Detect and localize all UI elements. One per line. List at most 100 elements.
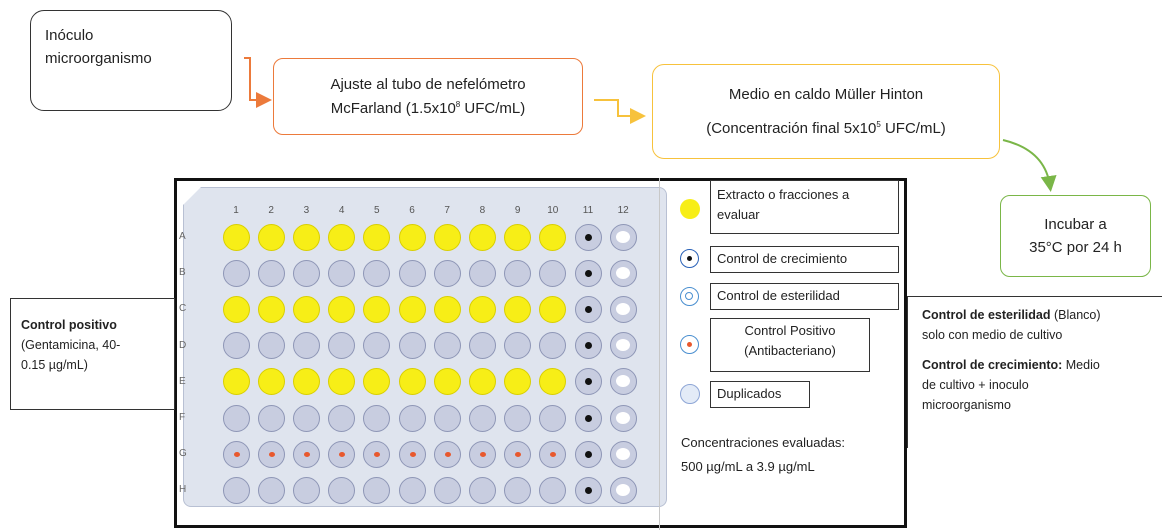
well-A10 <box>539 223 567 251</box>
well-H2 <box>257 476 285 504</box>
well-B6 <box>398 259 426 287</box>
well-H12 <box>609 476 637 504</box>
row-label-G: G <box>179 448 187 460</box>
well-D9 <box>504 332 532 360</box>
column-label-9: 9 <box>514 205 521 216</box>
row-label-A: A <box>179 231 186 242</box>
well-C6 <box>398 295 426 323</box>
well-E8 <box>468 368 496 396</box>
legend-sterile-icon <box>680 287 699 306</box>
column-label-4: 4 <box>338 205 345 216</box>
panel-divider <box>659 178 660 530</box>
well-C1 <box>222 295 250 323</box>
incubate-box: Incubar a 35°C por 24 h <box>1000 195 1151 277</box>
mueller-hinton-box: Medio en caldo Müller Hinton (Concentrac… <box>652 64 1000 159</box>
well-G4 <box>328 440 356 468</box>
well-A7 <box>433 223 461 251</box>
legend-duplicates-icon <box>680 384 700 404</box>
well-G1 <box>222 440 250 468</box>
well-H5 <box>363 476 391 504</box>
concentrations-note: Concentraciones evaluadas: 500 µg/mL a 3… <box>681 435 846 475</box>
inoculum-box: Inóculo microorganismo <box>30 10 232 111</box>
well-A8 <box>468 223 496 251</box>
well-E10 <box>539 368 567 396</box>
well-E2 <box>257 368 285 396</box>
column-label-8: 8 <box>479 205 486 216</box>
well-H11 <box>574 476 602 504</box>
well-G9 <box>504 440 532 468</box>
well-A6 <box>398 223 426 251</box>
well-B9 <box>504 259 532 287</box>
well-D3 <box>292 332 320 360</box>
well-A11 <box>574 223 602 251</box>
plate-corner-notch <box>183 187 201 205</box>
well-F5 <box>363 404 391 432</box>
incubate-line2: 35°C por 24 h <box>1029 239 1122 256</box>
well-C3 <box>292 295 320 323</box>
well-E1 <box>222 368 250 396</box>
well-C10 <box>539 295 567 323</box>
well-F12 <box>609 404 637 432</box>
well-F1 <box>222 404 250 432</box>
well-D8 <box>468 332 496 360</box>
well-C8 <box>468 295 496 323</box>
well-E11 <box>574 368 602 396</box>
column-label-5: 5 <box>374 205 380 216</box>
well-H9 <box>504 476 532 504</box>
well-A5 <box>363 223 391 251</box>
well-H6 <box>398 476 426 504</box>
well-E6 <box>398 368 426 396</box>
well-H1 <box>222 476 250 504</box>
well-F3 <box>292 404 320 432</box>
well-H7 <box>433 476 461 504</box>
column-label-3: 3 <box>303 205 310 216</box>
well-F6 <box>398 404 426 432</box>
legend-positive-label: Control Positivo (Antibacteriano) <box>710 318 870 372</box>
row-label-C: C <box>179 303 187 315</box>
row-label-F: F <box>179 412 186 423</box>
column-label-12: 12 <box>617 205 629 216</box>
well-E9 <box>504 368 532 396</box>
well-F8 <box>468 404 496 432</box>
well-D11 <box>574 332 602 360</box>
well-B11 <box>574 259 602 287</box>
row-label-B: B <box>179 267 186 279</box>
positive-control-note: Control positivo (Gentamicina, 40- 0.15 … <box>10 298 175 410</box>
well-D2 <box>257 332 285 360</box>
well-G7 <box>433 440 461 468</box>
column-label-10: 10 <box>547 205 559 216</box>
well-C4 <box>328 295 356 323</box>
medium-line1: Medio en caldo Müller Hinton <box>728 86 924 104</box>
legend-duplicates-label: Duplicados <box>710 381 810 408</box>
well-B12 <box>609 259 637 287</box>
well-G3 <box>292 440 320 468</box>
well-E12 <box>609 368 637 396</box>
mcfarland-adjust-box: Ajuste al tubo de nefelómetro McFarland … <box>273 58 583 135</box>
column-label-2: 2 <box>268 205 274 216</box>
column-label-6: 6 <box>409 205 415 216</box>
well-D12 <box>609 332 637 360</box>
adjust-line1: Ajuste al tubo de nefelómetro <box>330 76 526 94</box>
column-label-11: 11 <box>582 205 594 216</box>
well-C2 <box>257 295 285 323</box>
well-A4 <box>328 223 356 251</box>
well-A12 <box>609 223 637 251</box>
arrow-inoculum-to-adjust <box>244 57 272 108</box>
well-G11 <box>574 440 602 468</box>
row-label-D: D <box>179 339 187 351</box>
legend-growth-label: Control de crecimiento <box>710 246 899 273</box>
well-B4 <box>328 259 356 287</box>
well-G2 <box>257 440 285 468</box>
well-E7 <box>433 368 461 396</box>
well-G8 <box>468 440 496 468</box>
well-C9 <box>504 295 532 323</box>
well-H4 <box>328 476 356 504</box>
well-C5 <box>363 295 391 323</box>
well-F2 <box>257 404 285 432</box>
inoculum-line1: Inóculo <box>45 27 94 44</box>
well-F7 <box>433 404 461 432</box>
well-F9 <box>504 404 532 432</box>
well-B8 <box>468 259 496 287</box>
arrow-adjust-to-medium <box>594 99 646 124</box>
legend-extract-label: Extracto o fracciones a evaluar <box>710 180 899 234</box>
